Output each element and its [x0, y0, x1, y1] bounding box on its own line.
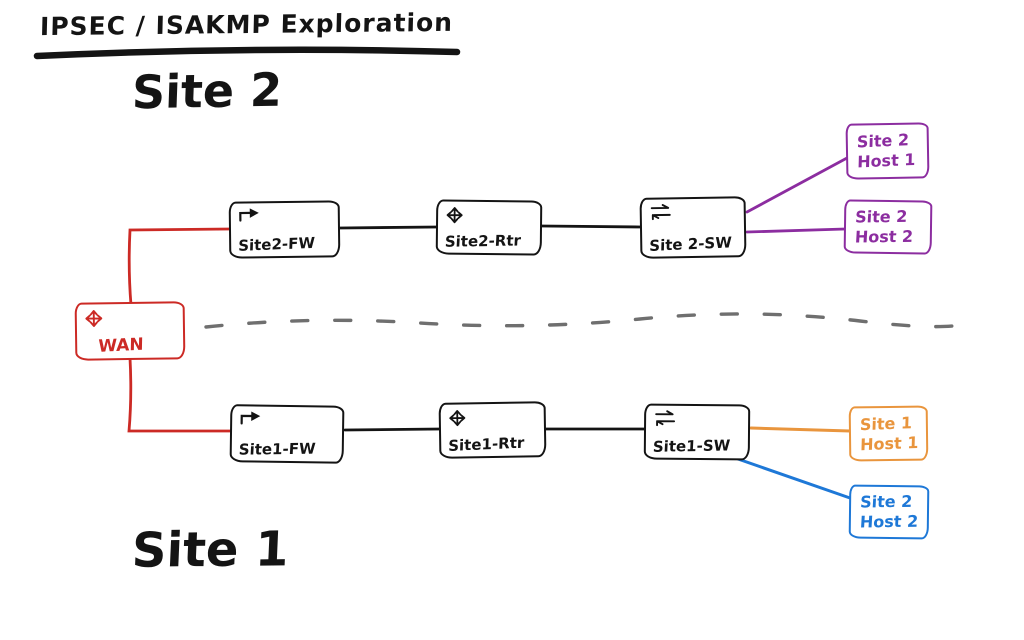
site1-rtr-node: Site1-Rtr: [438, 401, 547, 459]
wan-to-site2-fw-link: [127, 227, 231, 307]
site1-host1-line1: Site 1: [859, 413, 913, 435]
site1-fw-to-rtr-link: [343, 427, 442, 432]
four-way-arrows-icon: [445, 206, 534, 226]
site1-rtr-label: Site1-Rtr: [448, 433, 525, 455]
site1-sw-to-host1-link: [749, 426, 852, 433]
site1-fw-label: Site1-FW: [238, 439, 317, 459]
site1-sw-to-blue-host-link: [736, 457, 852, 500]
site2-rtr-to-sw-link: [540, 224, 643, 229]
site2-sw-node: Site 2-SW: [639, 196, 747, 259]
site2-fw-to-rtr-link: [338, 225, 439, 230]
site2-fw-node: Site2-FW: [228, 200, 341, 259]
double-arrow-icon: [653, 410, 742, 428]
arrow-right-icon: [239, 410, 336, 426]
site2-host2-box: Site 2 Host 2: [843, 199, 933, 255]
site2-sw-label: Site 2-SW: [649, 233, 732, 255]
site-divider-dashed-line: [204, 312, 978, 329]
site2-host1-box: Site 2 Host 1: [845, 122, 930, 180]
wan-node: WAN: [74, 301, 186, 361]
site2-sw-to-host2-link: [745, 227, 847, 234]
site1-fw-node: Site1-FW: [229, 404, 345, 464]
site1-host1-line2: Host 1: [859, 432, 919, 454]
four-way-arrows-icon: [84, 307, 177, 328]
site2-rtr-node: Site2-Rtr: [435, 199, 543, 256]
site1-host1-box: Site 1 Host 1: [848, 405, 929, 462]
site2-sw-to-host1-link: [745, 156, 849, 214]
site2-fw-label: Site2-FW: [237, 233, 316, 255]
wan-label: WAN: [98, 334, 144, 357]
site2-host2-blue-line2: Host 2: [859, 511, 919, 532]
site2-host2-blue-line1: Site 2: [859, 492, 913, 513]
double-arrow-icon: [649, 202, 738, 221]
arrow-right-icon: [238, 206, 332, 222]
site2-host1-line2: Host 1: [856, 149, 916, 172]
site2-host2-line1: Site 2: [854, 207, 908, 228]
site2-host2-blue-box: Site 2 Host 2: [848, 484, 930, 540]
title-underline: [33, 46, 461, 60]
site1-sw-node: Site1-SW: [643, 403, 751, 461]
site2-host2-line2: Host 2: [854, 226, 914, 247]
four-way-arrows-icon: [448, 407, 538, 427]
wan-to-site1-fw-link: [127, 356, 238, 433]
site1-sw-label: Site1-SW: [652, 436, 731, 456]
site2-rtr-label: Site2-Rtr: [444, 231, 522, 251]
